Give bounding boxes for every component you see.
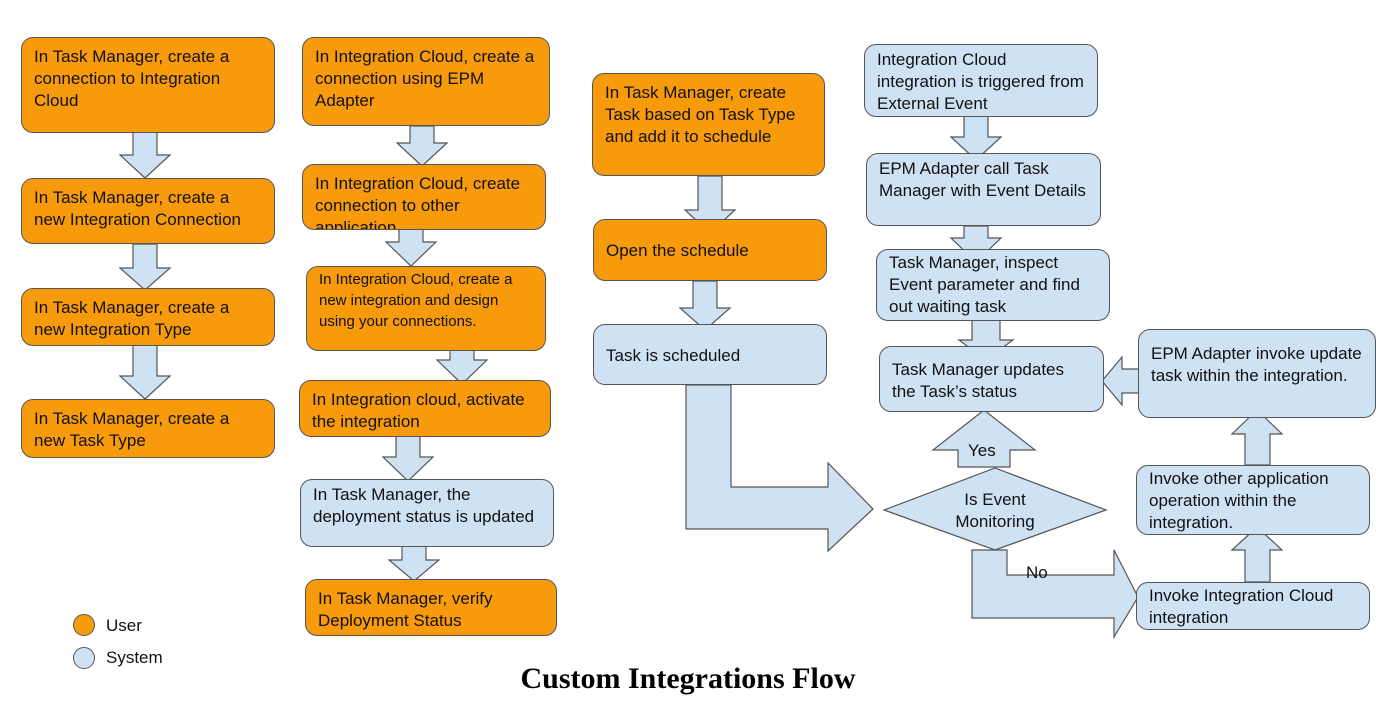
arrow-down (949, 115, 1003, 161)
legend-system-label: System (106, 648, 163, 667)
arrow-down (118, 243, 172, 291)
arrow-to-decision (685, 384, 874, 553)
decision-line1: Is Event (964, 490, 1026, 509)
arrow-down (118, 337, 172, 400)
arrow-down (678, 280, 732, 331)
box-invoke-other-app: Invoke other application operation withi… (1136, 465, 1370, 535)
box-task-scheduled: Task is scheduled (593, 324, 827, 385)
legend-user-swatch (73, 614, 95, 636)
box-epm-invoke-update: EPM Adapter invoke update task within th… (1138, 329, 1376, 418)
arrow-down (395, 125, 449, 167)
box-ic-other-app: In Integration Cloud, create connection … (302, 164, 546, 230)
box-ic-triggered: Integration Cloud integration is trigger… (864, 44, 1098, 117)
diagram-title: Custom Integrations Flow (520, 662, 856, 695)
no-label: No (1026, 563, 1048, 582)
box-tm-updates-status: Task Manager updates the Task’s status (879, 346, 1104, 412)
box-tm-new-task-type: In Task Manager, create a new Task Type (21, 399, 275, 458)
decision-line2: Monitoring (955, 512, 1035, 531)
yes-label: Yes (968, 441, 996, 460)
box-open-schedule: Open the schedule (593, 219, 827, 281)
decision-label: Is Event Monitoring (924, 489, 1066, 533)
legend-system-swatch (73, 647, 95, 669)
decision-diamond (882, 467, 1108, 551)
arrow-down (381, 435, 435, 482)
box-tm-new-integration-connection: In Task Manager, create a new Integratio… (21, 178, 275, 244)
box-ic-epm-adapter: In Integration Cloud, create a connectio… (302, 37, 550, 126)
box-tm-create-task: In Task Manager, create Task based on Ta… (592, 73, 825, 176)
box-tm-create-connection: In Task Manager, create a connection to … (21, 37, 275, 133)
legend-user-label: User (106, 616, 142, 635)
box-ic-activate: In Integration cloud, activate the integ… (299, 380, 551, 437)
box-invoke-ic-integration: Invoke Integration Cloud integration (1136, 582, 1370, 630)
box-tm-new-integration-type: In Task Manager, create a new Integratio… (21, 288, 275, 346)
box-tm-verify-deployment: In Task Manager, verify Deployment Statu… (305, 579, 557, 636)
arrow-up (1230, 526, 1284, 583)
box-ic-design: In Integration Cloud, create a new integ… (306, 266, 546, 351)
no-arrow (971, 549, 1139, 640)
arrow-down (387, 545, 441, 582)
yes-arrow (931, 409, 1037, 468)
box-tm-inspect: Task Manager, inspect Event parameter an… (876, 249, 1110, 321)
box-epm-call-task-manager: EPM Adapter call Task Manager with Event… (866, 153, 1101, 226)
box-tm-deployment-updated: In Task Manager, the deployment status i… (300, 479, 554, 547)
arrow-up (1230, 409, 1284, 466)
